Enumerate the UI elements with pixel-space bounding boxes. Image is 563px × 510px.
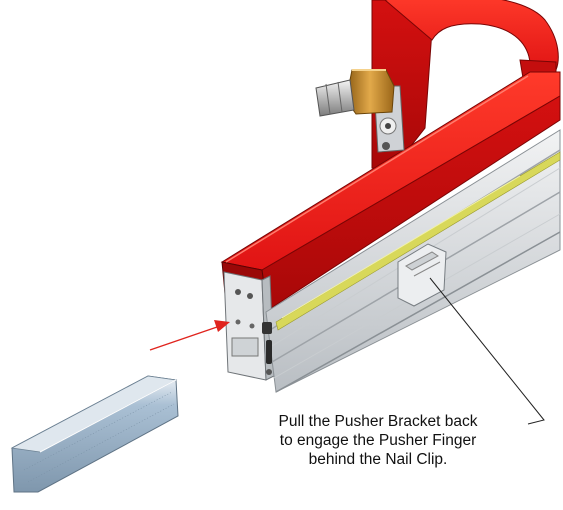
callout-line-3: behind the Nail Clip. bbox=[308, 451, 448, 468]
callout-line-1: Pull the Pusher Bracket back bbox=[278, 413, 478, 430]
callout-leader-line bbox=[429, 277, 545, 425]
magazine-housing bbox=[220, 71, 561, 313]
callout-label: Pull the Pusher Bracket back to engage t… bbox=[228, 412, 528, 469]
nail-clip-icon bbox=[10, 375, 179, 493]
pusher-bracket bbox=[397, 243, 447, 307]
rail-end-fittings bbox=[262, 322, 272, 375]
insertion-arrow bbox=[149, 320, 230, 351]
callout-line-2: to engage the Pusher Finger bbox=[279, 432, 477, 449]
air-fitting-icon bbox=[315, 69, 405, 153]
